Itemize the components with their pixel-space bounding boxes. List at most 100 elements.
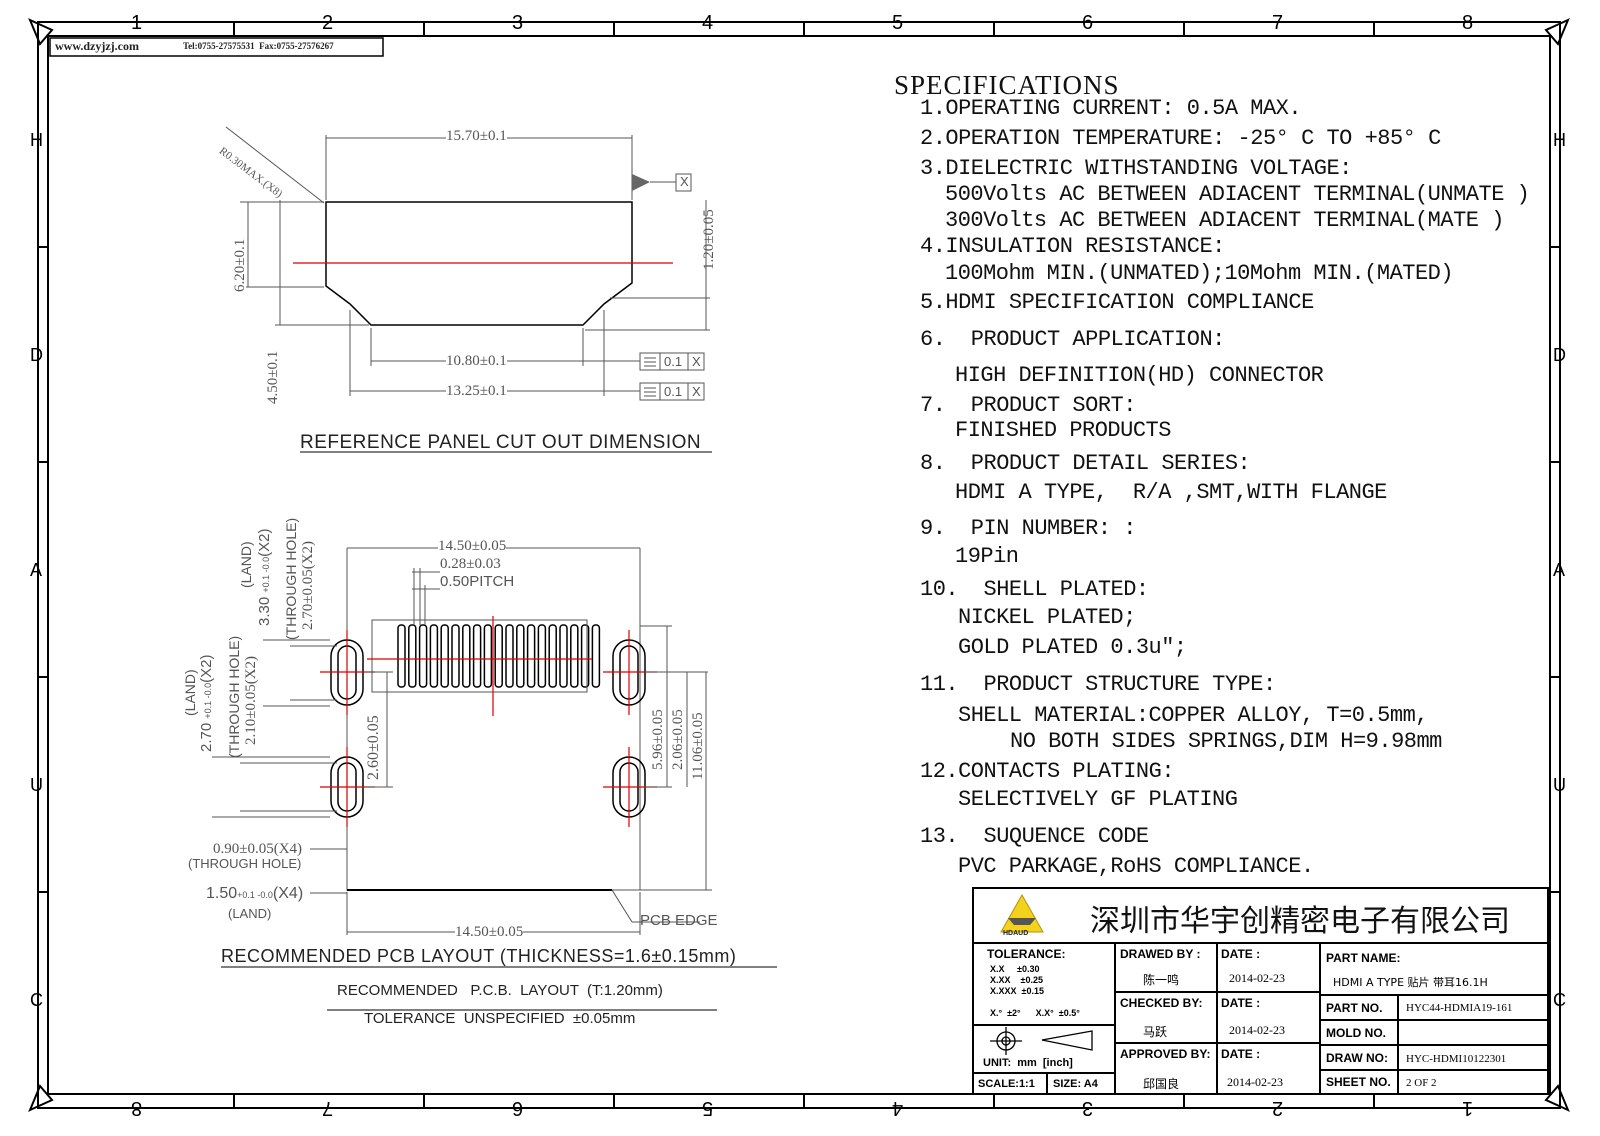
dim-land-dia: 1.50+0.1 -0.0(X4)	[206, 885, 303, 903]
date-label-3: DATE :	[1221, 1047, 1261, 1061]
smt-pad	[429, 624, 439, 688]
pcb-layout-caption: RECOMMENDED PCB LAYOUT (THICKNESS=1.6±0.…	[221, 946, 737, 966]
spec-line-1: 2.OPERATION TEMPERATURE: -25° C TO +85° …	[920, 126, 1441, 151]
grid-side-D-R: D	[1553, 345, 1566, 365]
dim-land-top: 3.30 +0.1 -0.0(X2)	[256, 529, 273, 627]
cutout-outline	[325, 201, 633, 326]
smt-pad	[559, 624, 568, 688]
pcb-note-2: TOLERANCE UNSPECIFIED ±0.05mm	[364, 1010, 636, 1027]
grid-top-1: 1	[131, 12, 143, 34]
spec-line-22: 12.CONTACTS PLATING:	[920, 759, 1175, 784]
spec-line-3: 500Volts AC BETWEEN ADIACENT TERMINAL(UN…	[945, 182, 1530, 207]
pcb-outline	[346, 548, 641, 891]
dim-panel-height-upper: 6.20±0.1	[232, 238, 248, 292]
smt-pad	[462, 624, 471, 688]
spec-line-11: FINISHED PRODUCTS	[955, 418, 1171, 443]
grid-bottom-2: 2	[1272, 1097, 1284, 1119]
tol-row-0: X.X ±0.30	[990, 964, 1040, 974]
tol-row-3: X.° ±2° X.X° ±0.5°	[990, 1008, 1080, 1018]
tol-row-1: X.XX ±0.25	[990, 975, 1043, 985]
spec-line-10: 7. PRODUCT SORT:	[920, 393, 1136, 418]
grid-side-A-L: A	[30, 560, 43, 580]
spec-line-18: GOLD PLATED 0.3u";	[958, 635, 1187, 660]
pcb-edge-label: PCB EDGE	[640, 912, 718, 929]
panel-cutout-caption: REFERENCE PANEL CUT OUT DIMENSION	[300, 432, 702, 453]
pad-row	[371, 619, 601, 693]
grid-side-U-L: U	[30, 775, 43, 795]
spec-line-16: 10. SHELL PLATED:	[920, 577, 1149, 602]
grid-top-5: 5	[892, 12, 904, 34]
spec-line-14: 9. PIN NUMBER: :	[920, 516, 1136, 541]
dim-vertical-mid: 2.60±0.05	[365, 715, 382, 780]
spec-line-12: 8. PRODUCT DETAIL SERIES:	[920, 451, 1251, 476]
header-website: www.dzyjzj.com	[55, 39, 139, 53]
spec-line-7: 5.HDMI SPECIFICATION COMPLIANCE	[920, 290, 1314, 315]
date-2: 2014-02-23	[1229, 1023, 1285, 1037]
spec-line-15: 19Pin	[955, 544, 1019, 569]
size-label: SIZE: A4	[1053, 1078, 1098, 1090]
dim-land-left-value: 2.70	[198, 722, 215, 752]
dim-land-dia-value: 1.50	[206, 885, 238, 902]
smt-pad	[451, 624, 460, 688]
tol-tag-1: 0.1	[664, 354, 683, 369]
mold-no-label: MOLD NO.	[1326, 1026, 1386, 1040]
company-logo	[1000, 893, 1044, 933]
corner-mark-br	[1544, 1084, 1570, 1112]
date-3: 2014-02-23	[1227, 1075, 1283, 1089]
spec-line-17: NICKEL PLATED;	[958, 605, 1136, 630]
dim-through-hole-top: 2.70±0.05(X2)	[300, 540, 316, 630]
tol-tag-2: 0.1	[664, 384, 683, 399]
panel-cutout-drawing	[225, 126, 712, 453]
dim-land-left-tol: +0.1 -0.0	[203, 682, 213, 719]
grid-side-A-R: A	[1553, 560, 1566, 580]
outer-frame	[37, 21, 1561, 1109]
datum-triangle	[632, 174, 650, 191]
dim-right-a: 5.96±0.05	[650, 709, 666, 770]
smt-pad	[397, 624, 406, 688]
grid-side-H-L: H	[30, 130, 43, 150]
scale-label: SCALE:1:1	[978, 1078, 1035, 1090]
tol-tag-2-datum: X	[692, 384, 701, 399]
drawn-by-label: DRAWED BY :	[1120, 947, 1201, 961]
grid-top-6: 6	[1082, 12, 1094, 34]
zone-ticks	[38, 22, 1560, 1108]
spec-line-24: 13. SUQUENCE CODE	[920, 824, 1149, 849]
title-block	[972, 887, 1549, 1095]
sheet-no: 2 OF 2	[1406, 1077, 1437, 1089]
dim-panel-height-total: 4.50±0.1	[265, 350, 281, 404]
pcb-layout-drawing	[212, 547, 777, 1011]
pad-area-outline	[371, 619, 588, 693]
smt-pad	[580, 624, 590, 688]
approved-by: 邱国良	[1143, 1077, 1180, 1091]
spec-line-4: 300Volts AC BETWEEN ADIACENT TERMINAL(MA…	[945, 208, 1504, 233]
part-no: HYC44-HDMIA19-161	[1406, 1002, 1513, 1014]
smt-pad	[494, 624, 503, 688]
dim-land-top-suffix: (X2)	[256, 528, 273, 557]
spec-line-6: 100Mohm MIN.(UNMATED);10Mohm MIN.(MATED)	[945, 261, 1454, 286]
dim-land-left: 2.70 +0.1 -0.0(X2)	[198, 655, 215, 753]
dim-land-top-tol: +0.1 -0.0	[261, 556, 271, 593]
smt-pad	[440, 624, 449, 688]
draw-no-label: DRAW NO:	[1326, 1051, 1388, 1065]
dim-land-left-label: (LAND)	[182, 669, 198, 716]
unit-label: UNIT: mm [inch]	[983, 1057, 1073, 1069]
grid-top-2: 2	[322, 12, 334, 34]
spec-line-21: NO BOTH SIDES SPRINGS,DIM H=9.98mm	[1010, 729, 1442, 754]
sheet-label: SHEET NO.	[1326, 1075, 1391, 1089]
grid-side-U-R: U	[1553, 775, 1566, 795]
smt-pad	[537, 624, 547, 688]
dim-right-c: 11.06±0.05	[690, 712, 706, 780]
spec-line-25: PVC PARKAGE,RoHS COMPLIANCE.	[958, 854, 1314, 879]
grid-bottom-1: 1	[1462, 1097, 1474, 1119]
spec-line-2: 3.DIELECTRIC WITHSTANDING VOLTAGE:	[920, 156, 1352, 181]
spec-title: SPECIFICATIONS	[894, 70, 1120, 100]
smt-pad	[408, 624, 417, 688]
company-name: 深圳市华宇创精密电子有限公司	[1090, 904, 1510, 939]
dim-through-hole-top-label: (THROUGH HOLE)	[283, 517, 299, 640]
dim-panel-right-height: 1.20±0.05	[701, 209, 717, 270]
spec-line-23: SELECTIVELY GF PLATING	[958, 787, 1238, 812]
spec-line-20: SHELL MATERIAL:COPPER ALLOY, T=0.5mm,	[958, 703, 1428, 728]
checked-by-label: CHECKED BY:	[1120, 996, 1203, 1010]
smt-pad	[505, 624, 514, 688]
